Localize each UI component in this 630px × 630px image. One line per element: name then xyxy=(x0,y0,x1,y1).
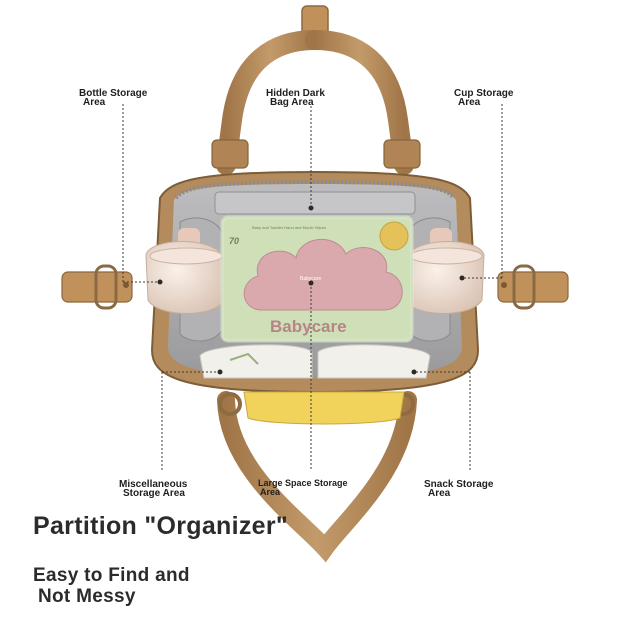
callout-cup-line2: Area xyxy=(458,97,481,108)
callout-dots xyxy=(157,205,465,375)
callout-misc-line2: Storage Area xyxy=(123,488,185,499)
callout-bottle-line2: Area xyxy=(83,97,106,108)
callout-snack-line1: Snack Storage xyxy=(424,479,494,490)
bottle-left xyxy=(145,228,225,314)
callout-hidden-line2: Bag Area xyxy=(270,97,314,108)
yellow-changing-pad xyxy=(243,391,405,425)
wipes-pack xyxy=(220,215,414,343)
callout-snack-storage: Snack Storage Area xyxy=(424,479,494,499)
callout-snack-line2: Area xyxy=(428,488,451,499)
callout-hidden-line1: Hidden Dark xyxy=(266,88,325,99)
wipes-count-text: 70 xyxy=(229,236,239,246)
callout-lines xyxy=(122,104,503,470)
callout-cup-storage: Cup Storage Area xyxy=(454,88,514,108)
cloud-brand-text: Babycare xyxy=(300,276,321,282)
subheadline-line1: Easy to Find and xyxy=(33,565,190,586)
callout-large-line2: Area xyxy=(260,487,281,497)
callout-large-space: Large Space Storage Area xyxy=(258,479,348,497)
cup-right xyxy=(405,228,485,314)
hidden-pocket xyxy=(214,191,416,215)
side-buckles xyxy=(61,264,569,310)
subheadline: Easy to Find and Not Messy xyxy=(33,565,190,607)
callout-misc-storage: Miscellaneous Storage Area xyxy=(119,479,188,499)
wipes-small-text: Baby and Toddler Hand and Mouth Wipes xyxy=(252,225,326,230)
callout-misc-line1: Miscellaneous xyxy=(119,479,188,490)
subheadline-line2: Not Messy xyxy=(38,586,136,607)
wipes-brand-text: Babycare xyxy=(270,317,347,336)
headline: Partition "Organizer" xyxy=(33,512,289,540)
callout-hidden-dark-bag: Hidden Dark Bag Area xyxy=(266,88,325,108)
top-handle xyxy=(211,5,421,175)
callout-bottle-storage: Bottle Storage Area xyxy=(79,88,148,108)
callout-large-line1: Large Space Storage xyxy=(258,478,348,488)
callout-cup-line1: Cup Storage xyxy=(454,88,514,99)
callout-bottle-line1: Bottle Storage xyxy=(79,88,148,99)
diapers xyxy=(199,344,431,379)
wipes-cloud-flap xyxy=(243,239,403,311)
